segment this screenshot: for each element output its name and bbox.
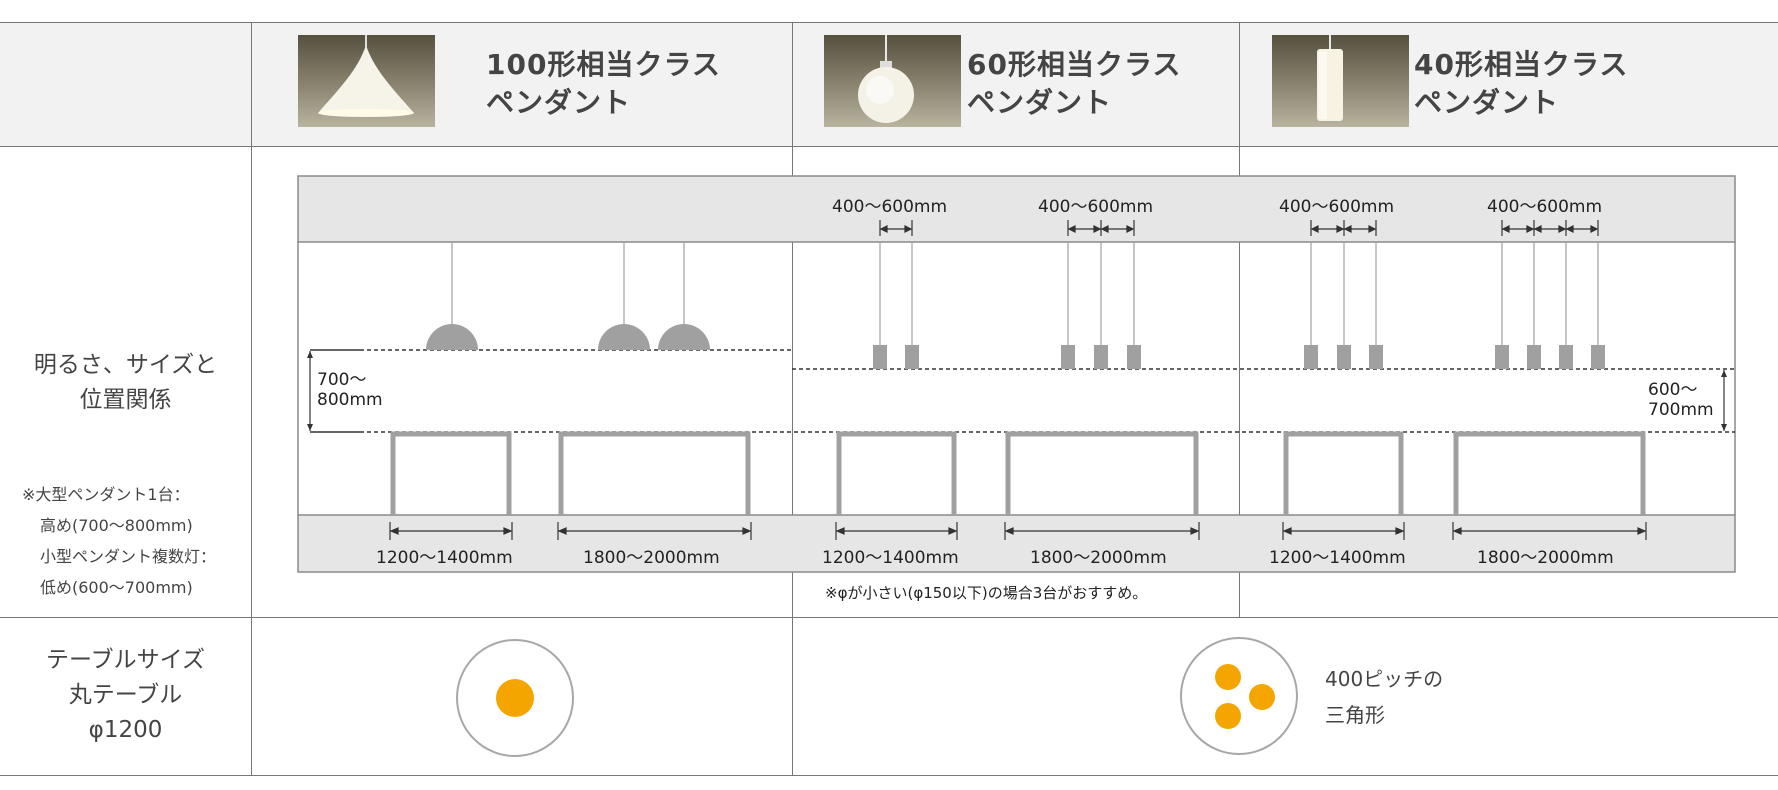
column-header-title: 60形相当クラス	[967, 48, 1182, 81]
lamp-dot	[1249, 684, 1275, 710]
table-width-label: 1800〜2000mm	[1477, 548, 1614, 568]
column-header-40: 40形相当クラス ペンダント	[1414, 46, 1628, 122]
dome-lamp	[426, 324, 478, 350]
small-lamps-40	[1304, 242, 1605, 369]
height-note: ※大型ペンダント1台： 高め(700〜800mm) 小型ペンダント複数灯： 低め…	[22, 479, 216, 603]
dome-lamp	[658, 324, 710, 350]
table-width-label: 1800〜2000mm	[583, 548, 720, 568]
spacing-label: 400〜600mm	[1038, 197, 1154, 217]
caption-line: 400ピッチの	[1325, 667, 1444, 691]
lamp-dot	[1215, 664, 1241, 690]
grid-line-column-3	[1239, 22, 1240, 618]
dome-lamp	[598, 324, 650, 350]
grid-line-column-2	[792, 22, 793, 776]
spacing-label: 400〜600mm	[832, 197, 948, 217]
table-width-label: 1800〜2000mm	[1030, 548, 1167, 568]
height-label-line: 800mm	[317, 390, 383, 410]
note-line: ※大型ペンダント1台：	[22, 485, 190, 504]
spacing-label: 400〜600mm	[1487, 197, 1603, 217]
round-table-triangle	[1180, 637, 1298, 755]
row-label-line: 丸テーブル	[68, 682, 183, 708]
table-width-label: 1200〜1400mm	[822, 548, 959, 568]
column-header-subtitle: ペンダント	[1414, 86, 1560, 119]
table-large	[1453, 431, 1646, 515]
note-line: 高め(700〜800mm)	[40, 516, 193, 535]
height-label-line: 600〜	[1648, 380, 1698, 400]
dome-lamps	[426, 242, 710, 350]
ceiling-band	[297, 175, 1736, 243]
height-label-line: 700〜	[317, 370, 367, 390]
grid-line-middle	[0, 617, 1778, 618]
tables	[390, 431, 1646, 515]
height-label-right: 600〜 700mm	[1648, 380, 1714, 420]
column-header-subtitle: ペンダント	[967, 86, 1113, 119]
height-label-line: 700mm	[1648, 400, 1714, 420]
table-width-dimensions	[389, 522, 1647, 540]
column-header-60: 60形相当クラス ペンダント	[967, 46, 1181, 122]
row-label-line: テーブルサイズ	[46, 647, 205, 673]
row-label-table-size: テーブルサイズ 丸テーブル φ1200	[0, 643, 251, 748]
column-header-title: 100形相当クラス	[486, 48, 721, 81]
height-label-left: 700〜 800mm	[317, 370, 383, 410]
cylinder-pendant-icon	[1272, 35, 1409, 127]
table-large	[558, 431, 751, 515]
grid-line-header-bottom	[0, 146, 1778, 147]
globe-pendant-icon	[824, 35, 961, 127]
row-label-line: φ1200	[88, 717, 163, 743]
lamp-dot	[1215, 703, 1241, 729]
spacing-label: 400〜600mm	[1279, 197, 1395, 217]
table-small	[836, 431, 957, 515]
column-header-subtitle: ペンダント	[486, 86, 632, 119]
row-label-brightness: 明るさ、サイズと 位置関係	[0, 348, 251, 418]
grid-line-top	[0, 22, 1778, 23]
table-small	[390, 431, 512, 515]
dome-pendant-icon	[298, 35, 435, 127]
grid-line-bottom	[0, 775, 1778, 776]
spacing-dimensions	[879, 220, 1599, 236]
small-lamps-60	[873, 242, 1141, 369]
footnote: ※φが小さい(φ150以下)の場合3台がおすすめ。	[825, 584, 1148, 602]
table-width-label: 1200〜1400mm	[376, 548, 513, 568]
lamp-dot	[496, 679, 534, 717]
row-label-line: 位置関係	[79, 387, 172, 413]
row-label-line: 明るさ、サイズと	[33, 352, 218, 378]
column-header-title: 40形相当クラス	[1414, 48, 1629, 81]
table-small	[1283, 431, 1404, 515]
column-header-100: 100形相当クラス ペンダント	[486, 46, 721, 122]
table-large	[1005, 431, 1199, 515]
note-line: 小型ペンダント複数灯：	[40, 547, 217, 566]
grid-line-label-column	[251, 22, 252, 776]
table-width-label: 1200〜1400mm	[1269, 548, 1406, 568]
triangle-caption: 400ピッチの 三角形	[1325, 661, 1443, 733]
note-line: 低め(600〜700mm)	[40, 578, 193, 597]
floor-band	[297, 514, 1736, 573]
caption-line: 三角形	[1325, 703, 1385, 727]
